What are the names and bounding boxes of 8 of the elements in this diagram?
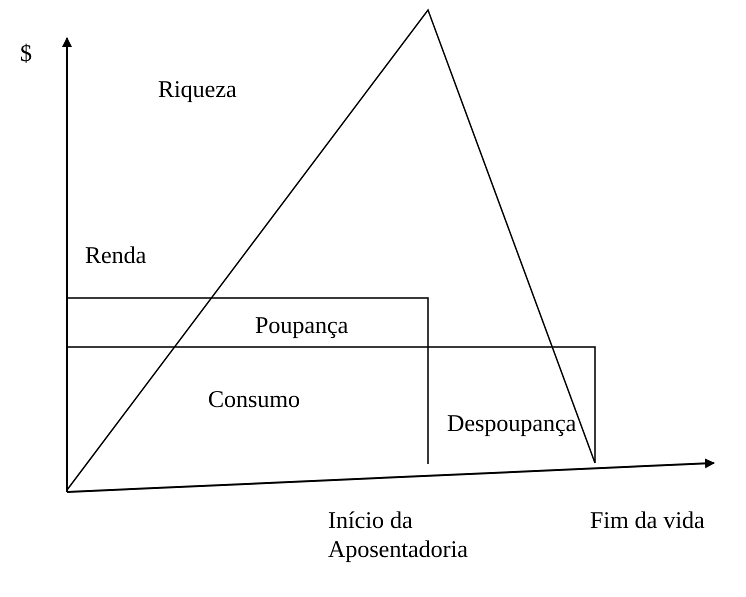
region-label: Despoupança	[447, 410, 576, 439]
region-label: Renda	[85, 242, 146, 271]
region-label: Riqueza	[158, 76, 237, 105]
axis-label: Início da Aposentadoria	[328, 507, 468, 565]
region-label: Consumo	[208, 386, 300, 415]
region-label: Poupança	[255, 312, 348, 341]
axis-label: $	[20, 40, 32, 69]
axis-label: Fim da vida	[590, 507, 705, 536]
